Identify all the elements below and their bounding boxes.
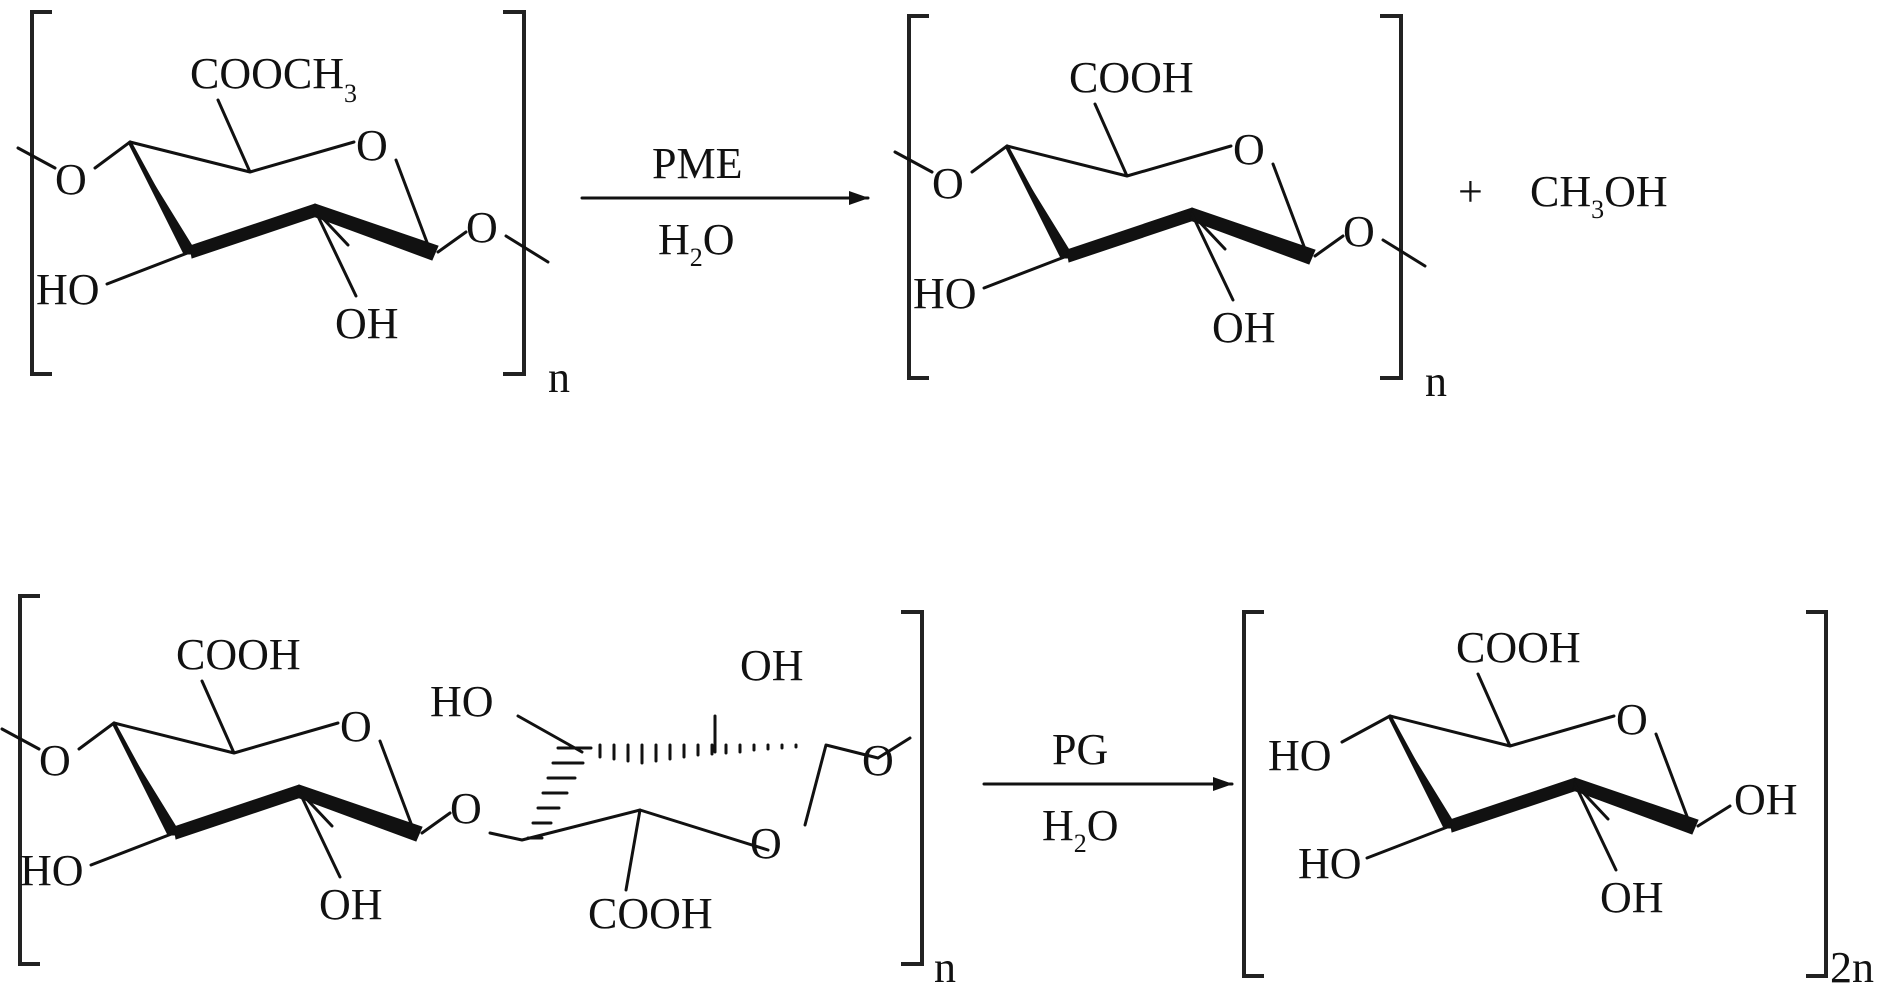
left-bracket: [907, 14, 929, 380]
left-link-oxygen: O: [932, 159, 964, 208]
left-bracket: [1242, 610, 1264, 978]
hydroxyl-left: HO: [36, 265, 100, 314]
right-link-oxygen: O: [466, 203, 498, 252]
right-link-oxygen: O: [1343, 207, 1375, 256]
repeat-label: n: [548, 353, 570, 402]
right-bracket: [901, 610, 924, 966]
enzyme-label: PME: [652, 139, 742, 188]
right-bracket: [503, 10, 526, 376]
ring-oxygen: O: [1233, 125, 1265, 174]
hydroxyl-right: OH: [1734, 775, 1798, 824]
bold-bond: [189, 203, 318, 259]
hydroxyl-lower-left: HO: [1298, 839, 1362, 888]
enzyme-label: PG: [1052, 725, 1108, 774]
right-bracket: [1380, 14, 1403, 380]
bold-bond: [296, 784, 423, 842]
hydroxyl-left: HO: [913, 269, 977, 318]
wedge-bond: [1004, 145, 1075, 259]
substituent-bonds: [1340, 714, 1732, 872]
substituent-bonds: [516, 714, 912, 892]
substituent-bonds: [893, 144, 1427, 302]
reaction-1-product: COOH O O O HO OH n: [893, 14, 1447, 406]
hydroxyl-left: HO: [20, 846, 84, 895]
left-link-oxygen: O: [55, 155, 87, 204]
left-link-oxygen: O: [39, 736, 71, 785]
unit-b: HO OH O O COOH: [430, 641, 912, 938]
substituent-label: COOCH3: [190, 49, 357, 108]
right-bracket: [1806, 610, 1828, 978]
hydroxyl-top-left: HO: [430, 677, 494, 726]
ring-oxygen: O: [356, 121, 388, 170]
reaction-2-arrow: PG H2O: [982, 725, 1234, 858]
repeat-label: n: [934, 943, 956, 990]
bold-bond: [1066, 207, 1195, 263]
left-bracket: [30, 10, 52, 376]
reaction-2-product: COOH O HO OH HO OH 2n: [1242, 610, 1874, 990]
reaction-1-reactant: COOCH3 O O O HO OH n: [16, 10, 570, 402]
bold-bond: [1572, 777, 1699, 835]
ring-oxygen: O: [1616, 695, 1648, 744]
wedge-bond: [1387, 715, 1458, 829]
methanol-label: CH3OH: [1530, 167, 1668, 224]
hydroxyl-bottom: OH: [335, 299, 399, 348]
ring-bonds: [488, 743, 880, 852]
wedge-bond: [127, 141, 198, 255]
left-bracket: [18, 594, 40, 966]
substituent-bonds: [0, 721, 452, 879]
ring-oxygen: O: [340, 702, 372, 751]
bold-bond: [1189, 207, 1316, 265]
plus-sign: +: [1458, 167, 1483, 216]
repeat-label: 2n: [1830, 943, 1874, 990]
hydroxyl-bottom: OH: [1212, 303, 1276, 352]
hydroxyl-top-right: OH: [740, 641, 804, 690]
right-link-oxygen: O: [862, 736, 894, 785]
unit-a: COOH O O O HO OH: [0, 630, 482, 929]
monomer: COOH O HO OH HO OH: [1268, 623, 1798, 922]
bold-bond: [312, 203, 439, 261]
substituent-label: COOH: [1069, 53, 1194, 102]
substituent-label: COOH: [176, 630, 301, 679]
wedge-bond: [111, 722, 182, 836]
glycosidic-oxygen: O: [450, 784, 482, 833]
hashed-wedge-bond: [526, 746, 593, 840]
reagent-label: H2O: [1042, 801, 1119, 858]
repeat-label: n: [1425, 357, 1447, 406]
hydroxyl-bottom: OH: [319, 880, 383, 929]
hashed-bond: [598, 743, 798, 765]
bold-bond: [1449, 777, 1578, 833]
ring-oxygen: O: [750, 819, 782, 868]
substituent-label: COOH: [1456, 623, 1581, 672]
substituent-label: COOH: [588, 889, 713, 938]
hydroxyl-left: HO: [1268, 731, 1332, 780]
reagent-label: H2O: [658, 215, 735, 272]
reaction-2-reactant: COOH O O O HO OH HO OH O O COOH n: [0, 594, 956, 990]
reaction-1-arrow: PME H2O: [580, 139, 870, 272]
bold-bond: [173, 784, 302, 840]
substituent-bonds: [16, 140, 550, 298]
hydroxyl-bottom: OH: [1600, 873, 1664, 922]
